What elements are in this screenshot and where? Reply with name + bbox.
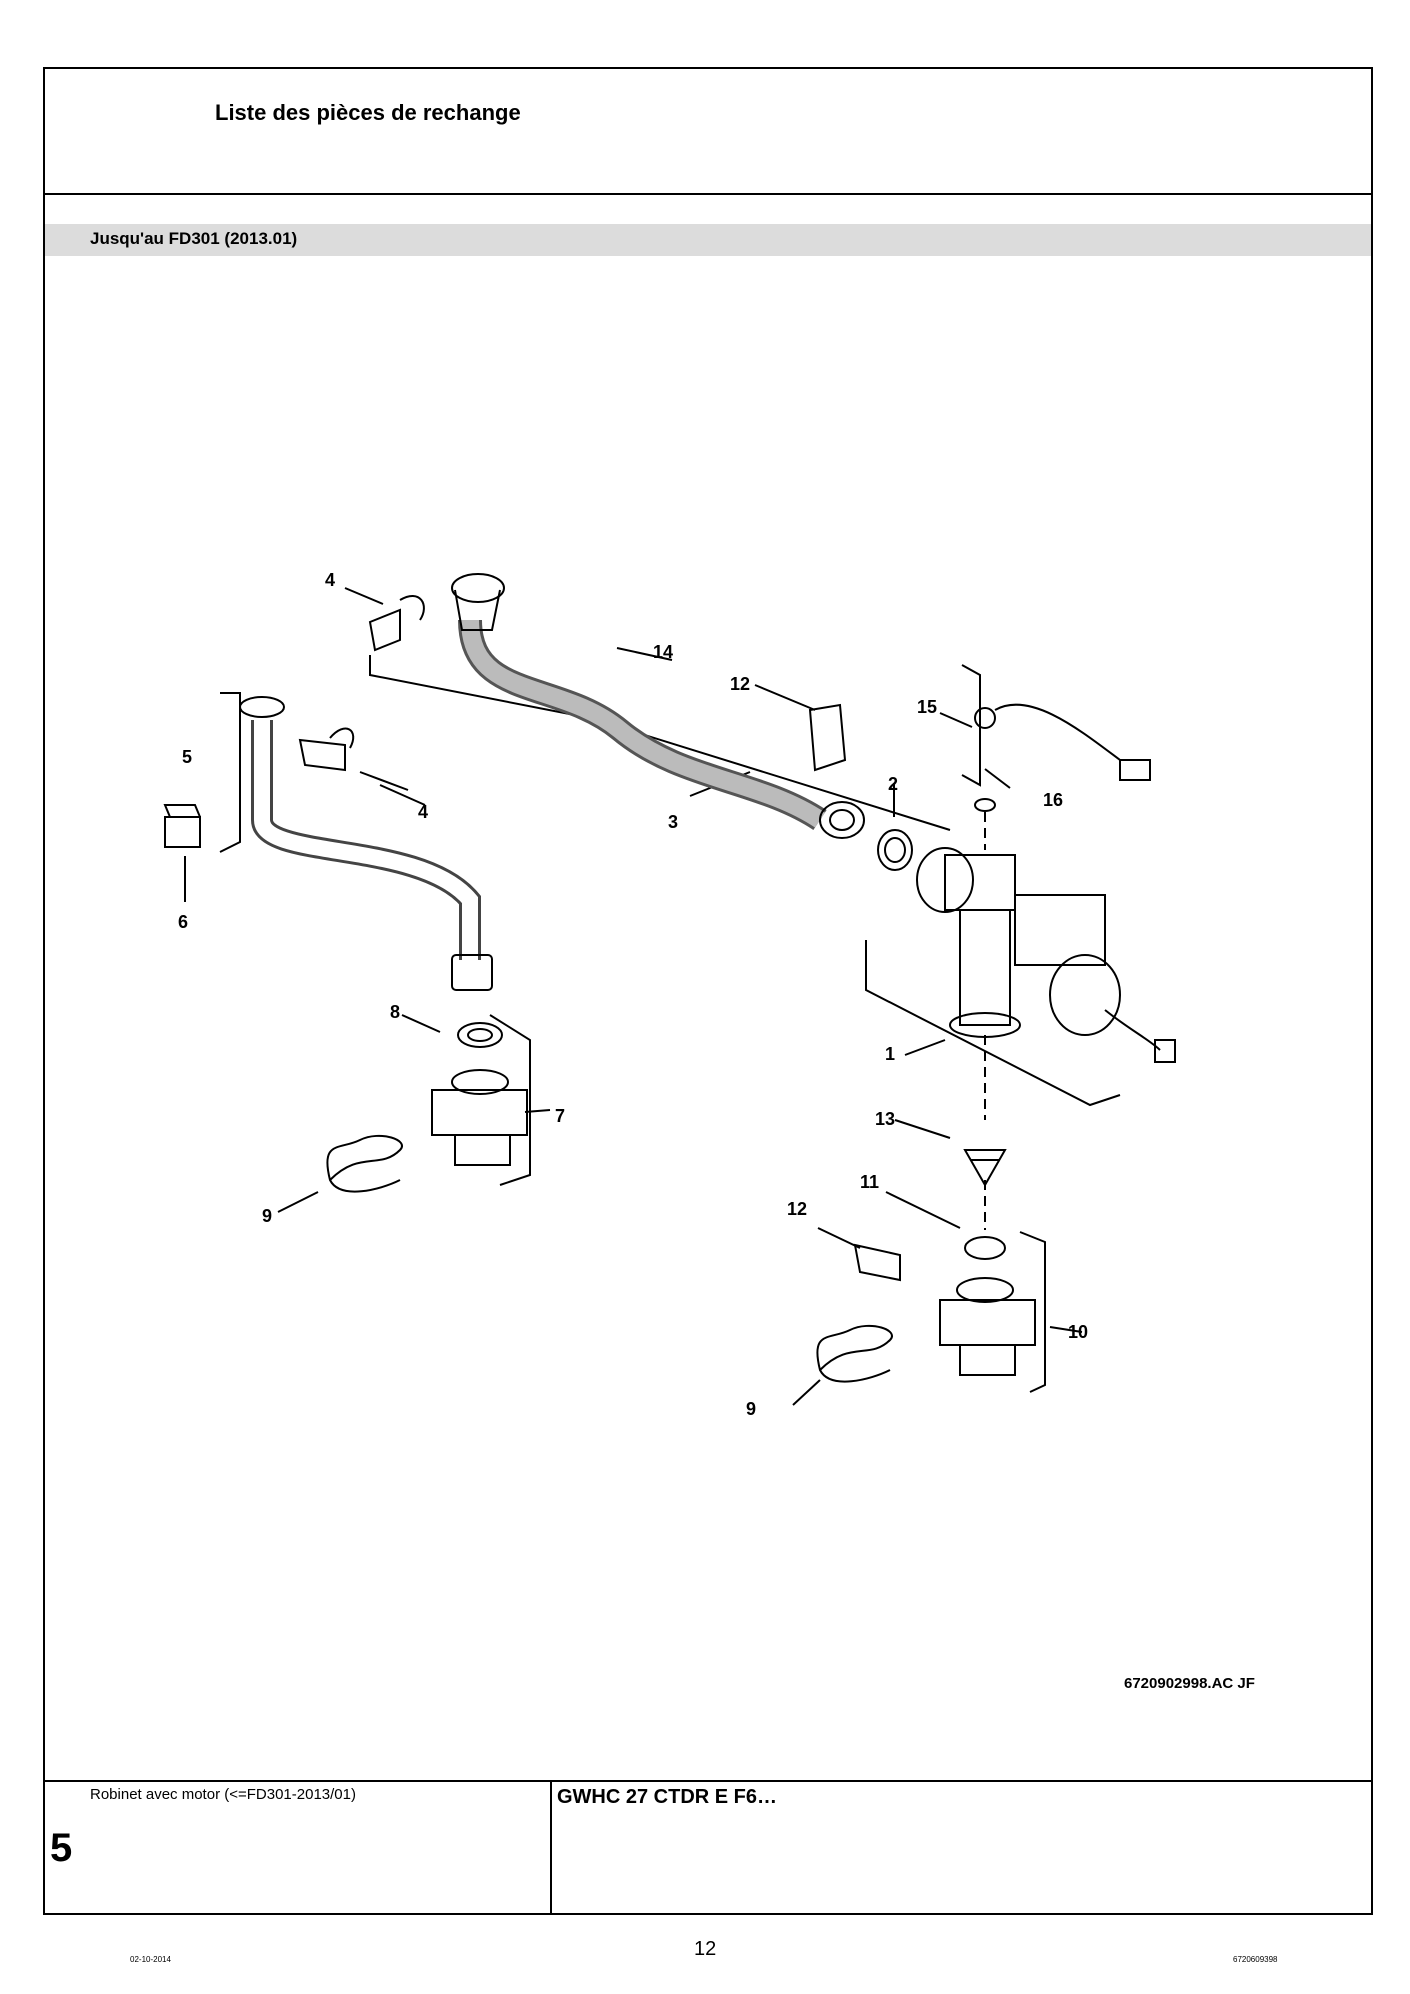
document-number: 6720609398	[1233, 1955, 1278, 1964]
callout-label: 9	[262, 1206, 272, 1226]
callout-label: 12	[787, 1199, 807, 1219]
callout-label: 11	[860, 1172, 879, 1192]
callout-label: 4	[325, 570, 335, 590]
callout-label: 9	[746, 1399, 756, 1419]
print-date: 02-10-2014	[130, 1955, 171, 1964]
callout-label: 4	[418, 802, 428, 822]
footer-divider	[43, 1780, 1373, 1782]
model-name: GWHC 27 CTDR E F6…	[557, 1786, 778, 1808]
callout-label: 13	[875, 1109, 895, 1129]
callout-label: 7	[555, 1106, 565, 1126]
section-name: Robinet avec motor (<=FD301-2013/01)	[90, 1786, 356, 1803]
version-banner-text: Jusqu'au FD301 (2013.01)	[90, 229, 298, 248]
page-frame	[43, 67, 1373, 1915]
footer-column-divider	[550, 1780, 552, 1915]
callout-label: 6	[178, 912, 188, 932]
page-number: 12	[694, 1938, 717, 1960]
callout-label: 14	[653, 642, 673, 662]
callout-label: 3	[668, 812, 678, 832]
version-banner	[45, 224, 1371, 256]
callout-label: 16	[1043, 790, 1063, 810]
callout-label: 8	[390, 1002, 400, 1022]
header-divider	[43, 193, 1373, 195]
callout-label: 12	[730, 674, 750, 694]
callout-labels: 4 14 12 15 5 4 2 16 3 6 8 1 7 13 11 12 9…	[178, 570, 1088, 1419]
callout-label: 10	[1068, 1322, 1088, 1342]
callout-label: 15	[917, 697, 937, 717]
page-title: Liste des pièces de rechange	[215, 100, 521, 125]
section-number: 5	[50, 1826, 73, 1870]
figure-reference: 6720902998.AC JF	[1124, 1675, 1255, 1692]
callout-label: 2	[888, 774, 898, 794]
callout-label: 5	[182, 747, 192, 767]
callout-label: 1	[885, 1044, 895, 1064]
